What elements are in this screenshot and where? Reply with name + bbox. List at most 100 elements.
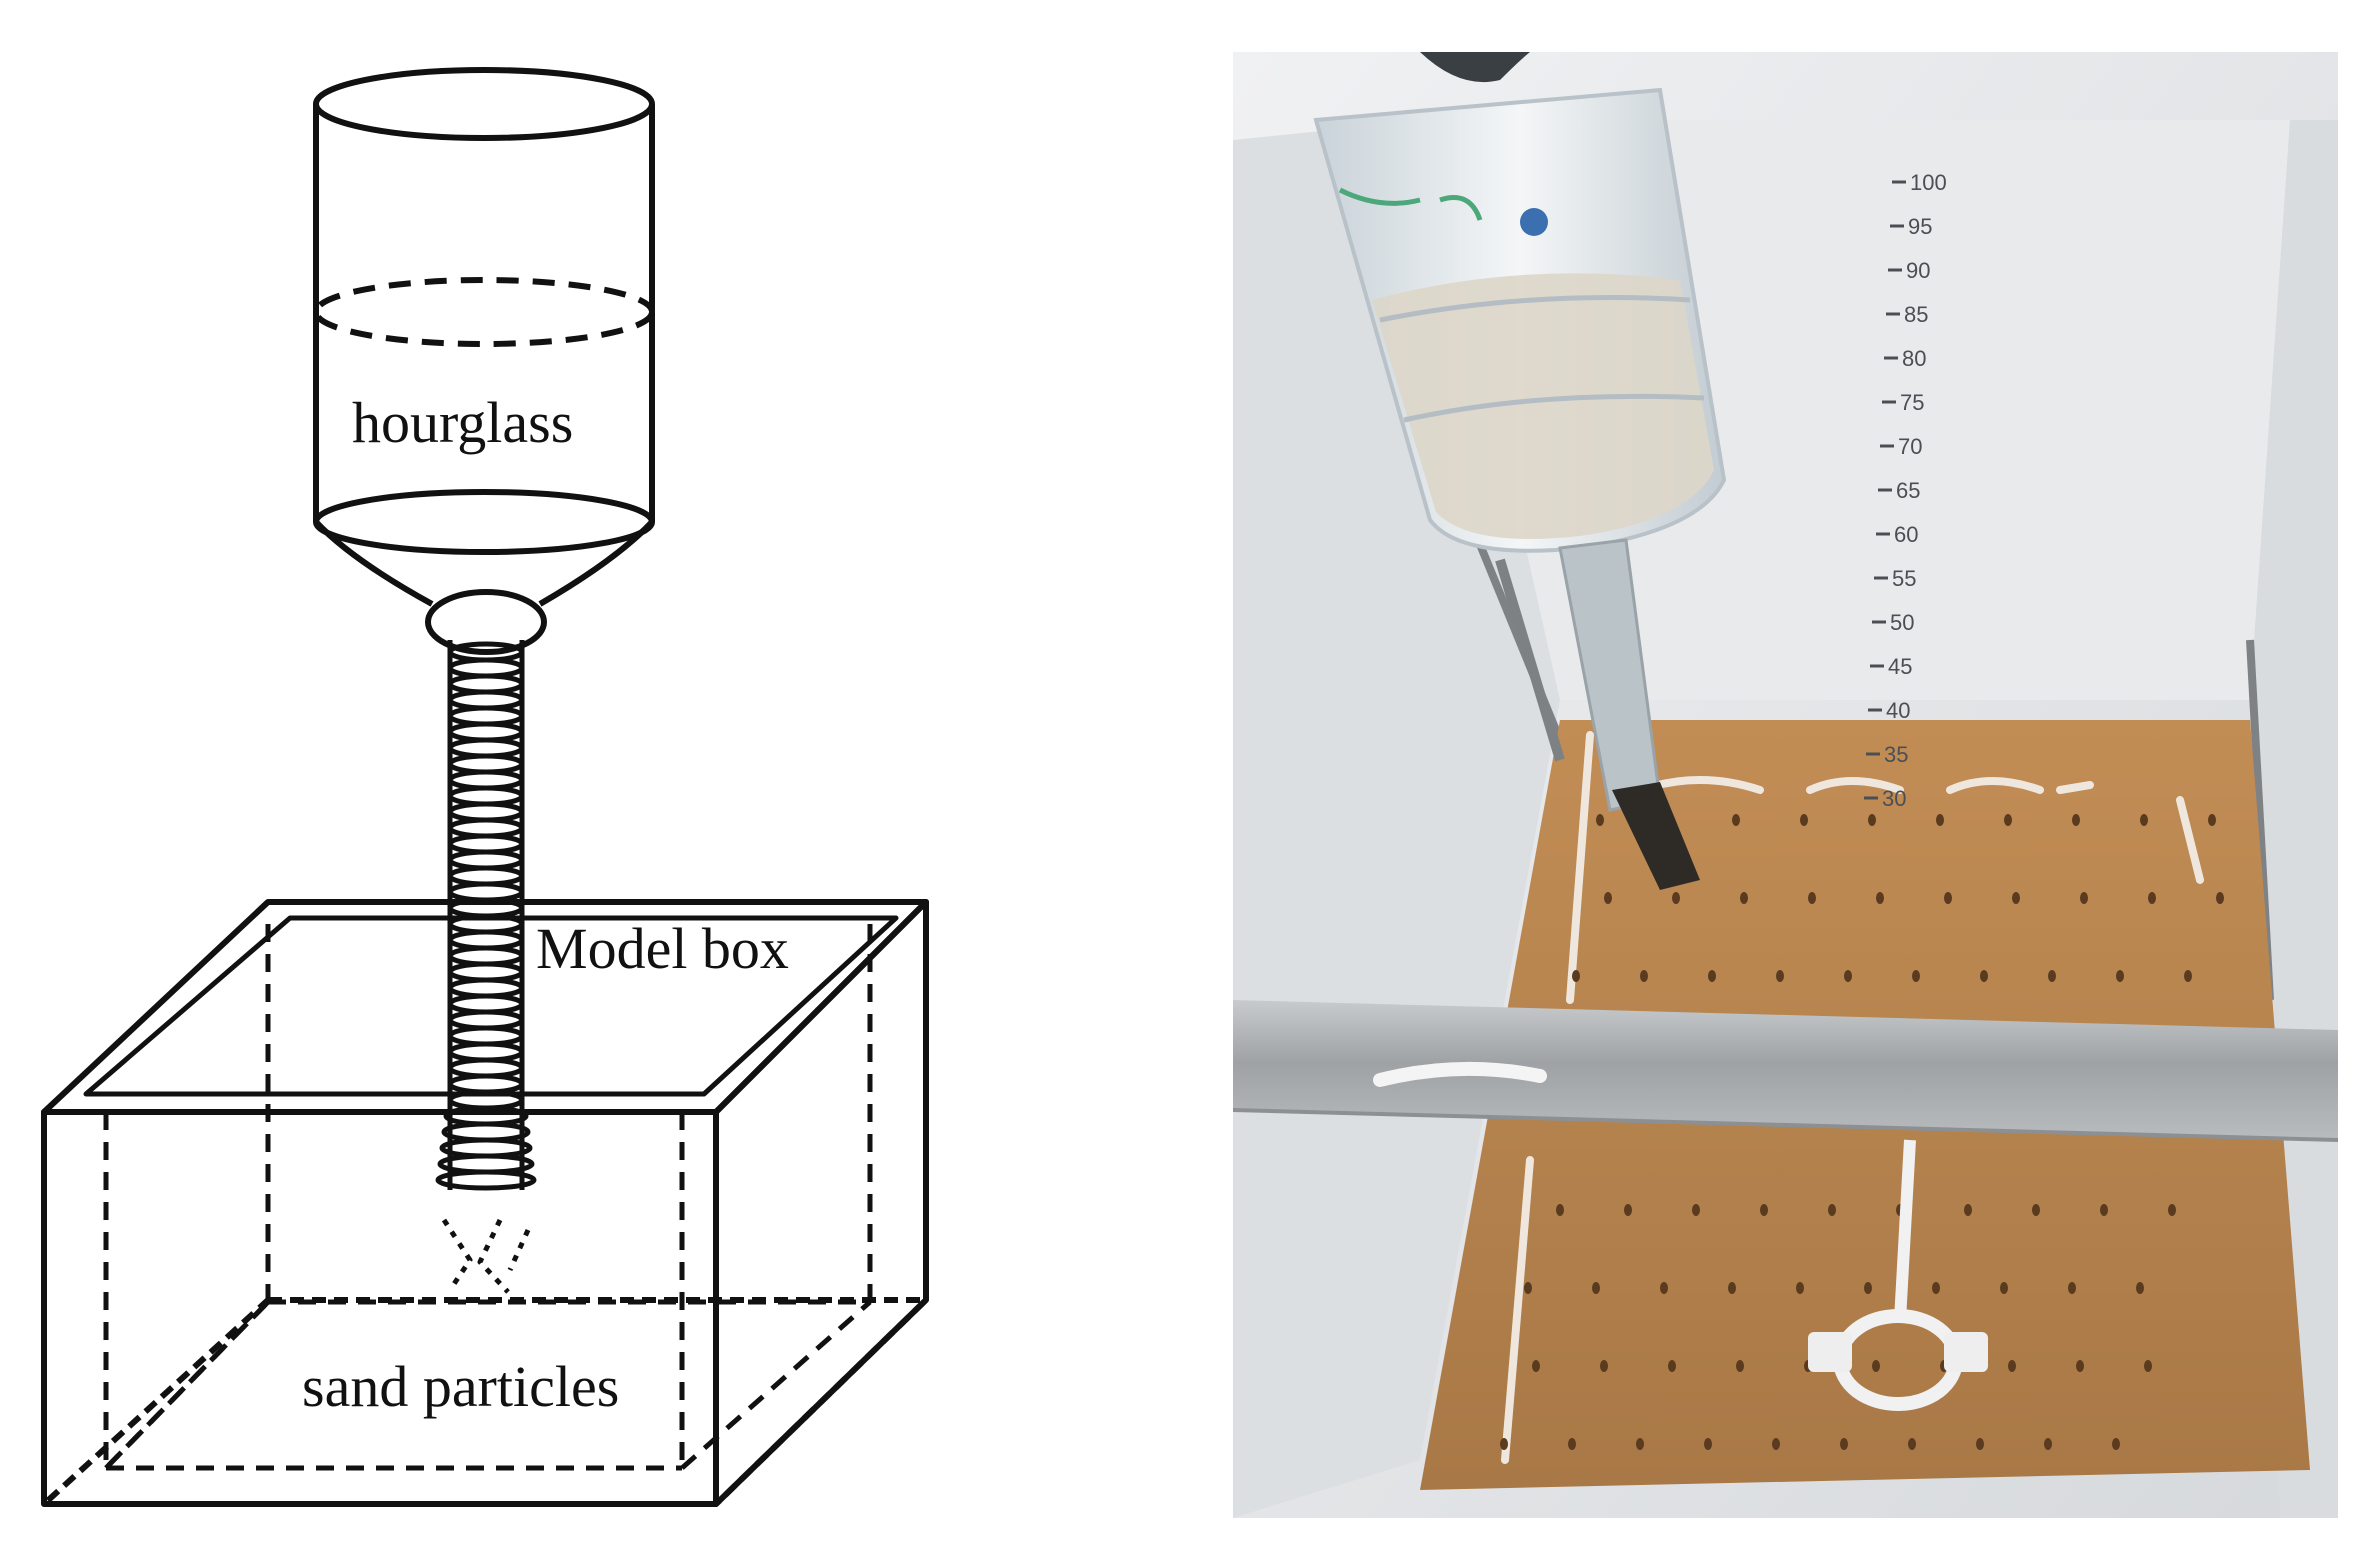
board-hole xyxy=(2068,1282,2076,1294)
board-hole xyxy=(1876,892,1884,904)
board-hole xyxy=(2032,1204,2040,1216)
steel-beam xyxy=(1233,1000,2338,1140)
board-hole xyxy=(1600,1360,1608,1372)
model-box-top-rim-inner xyxy=(83,915,899,1097)
board-hole xyxy=(2140,814,2148,826)
board-hole xyxy=(2136,1282,2144,1294)
board-hole xyxy=(1736,1360,1744,1372)
board-hole xyxy=(1708,970,1716,982)
jar-logo xyxy=(1520,208,1548,236)
falling-sand xyxy=(441,1218,531,1294)
board-holes xyxy=(1500,814,2224,1450)
scale-mark-label: 80 xyxy=(1902,346,1926,371)
board-hole xyxy=(1828,1204,1836,1216)
steel-beam-edge xyxy=(1233,1108,2338,1142)
board-hole xyxy=(1844,970,1852,982)
board-hole xyxy=(1872,1360,1880,1372)
board-hole xyxy=(2208,814,2216,826)
scale-mark-label: 75 xyxy=(1900,390,1924,415)
board-hole xyxy=(1572,970,1580,982)
model-box-drawing xyxy=(41,899,929,1507)
board-hole xyxy=(1936,814,1944,826)
board-hole xyxy=(2148,892,2156,904)
scale-mark-label: 45 xyxy=(1888,654,1912,679)
scale-mark-label: 100 xyxy=(1910,170,1947,195)
board-hole xyxy=(1672,892,1680,904)
board-hole xyxy=(2000,1282,2008,1294)
sand-stream-coil xyxy=(435,1169,537,1191)
scale-mark-label: 70 xyxy=(1898,434,1922,459)
board-hole xyxy=(1692,1204,1700,1216)
scale-mark-label: 90 xyxy=(1906,258,1930,283)
board-hole xyxy=(1732,814,1740,826)
hourglass-drawing xyxy=(313,67,655,655)
board-hole xyxy=(1840,1438,1848,1450)
board-hole xyxy=(1636,1438,1644,1450)
board-hole xyxy=(1800,814,1808,826)
board-hole xyxy=(2216,892,2224,904)
clamp-bolt-right xyxy=(1944,1332,1988,1372)
board-hole xyxy=(1624,1204,1632,1216)
board-hole xyxy=(1772,1438,1780,1450)
model-box-right-face xyxy=(713,899,929,1507)
board-hole xyxy=(1964,1204,1972,1216)
model-box-front-face xyxy=(41,1109,719,1507)
board-hole xyxy=(1640,970,1648,982)
board-hole xyxy=(1568,1438,1576,1450)
clamp-bolt-left xyxy=(1808,1332,1852,1372)
board-hole xyxy=(1660,1282,1668,1294)
sealant-edge xyxy=(1501,731,2204,1464)
jar-sand xyxy=(1372,273,1714,539)
board-hole xyxy=(1808,892,1816,904)
board-hole xyxy=(2012,892,2020,904)
board-hole xyxy=(2168,1204,2176,1216)
board-hole xyxy=(1728,1282,1736,1294)
board-hole xyxy=(1796,1282,1804,1294)
board-hole xyxy=(1592,1282,1600,1294)
board-hole xyxy=(1556,1204,1564,1216)
board-hole xyxy=(2080,892,2088,904)
board-hole xyxy=(2044,1438,2052,1450)
photo-hourglass xyxy=(1313,52,1727,890)
scale-mark-label: 35 xyxy=(1884,742,1908,767)
hourglass-top-ellipse xyxy=(313,67,655,141)
board-hole xyxy=(1604,892,1612,904)
board-hole xyxy=(1704,1438,1712,1450)
board-hole xyxy=(1944,892,1952,904)
hourglass-label: hourglass xyxy=(352,390,573,455)
support-rod xyxy=(1495,558,1565,762)
board-hole xyxy=(2112,1438,2120,1450)
board-hole xyxy=(1864,1282,1872,1294)
board-hole xyxy=(1868,814,1876,826)
board-hole xyxy=(1912,970,1920,982)
scale-mark-label: 30 xyxy=(1882,786,1906,811)
board-hole xyxy=(2076,1360,2084,1372)
board-hole xyxy=(1668,1360,1676,1372)
scale-mark-label: 95 xyxy=(1908,214,1932,239)
scale-mark-label: 65 xyxy=(1896,478,1920,503)
jar-rib xyxy=(1379,295,1705,423)
board-hole xyxy=(1500,1438,1508,1450)
beam-tag xyxy=(1373,1061,1547,1087)
board-hole xyxy=(1908,1438,1916,1450)
board-hole xyxy=(2008,1360,2016,1372)
glove xyxy=(1420,52,1530,83)
board-hole xyxy=(2144,1360,2152,1372)
board-hole xyxy=(1760,1204,1768,1216)
scale-mark-label: 85 xyxy=(1904,302,1928,327)
board-hole xyxy=(1532,1360,1540,1372)
board-hole xyxy=(1776,970,1784,982)
board-hole xyxy=(2100,1204,2108,1216)
hourglass-bottom-ellipse-front xyxy=(313,521,655,555)
board-hole xyxy=(1980,970,1988,982)
board-hole xyxy=(1596,814,1604,826)
model-box-label: Model box xyxy=(536,916,789,981)
hourglass-nozzle xyxy=(425,589,547,655)
scale-mark-label: 40 xyxy=(1886,698,1910,723)
board-hole xyxy=(1932,1282,1940,1294)
scale-mark-label: 55 xyxy=(1892,566,1916,591)
hourglass-bottom-ellipse xyxy=(313,489,655,523)
